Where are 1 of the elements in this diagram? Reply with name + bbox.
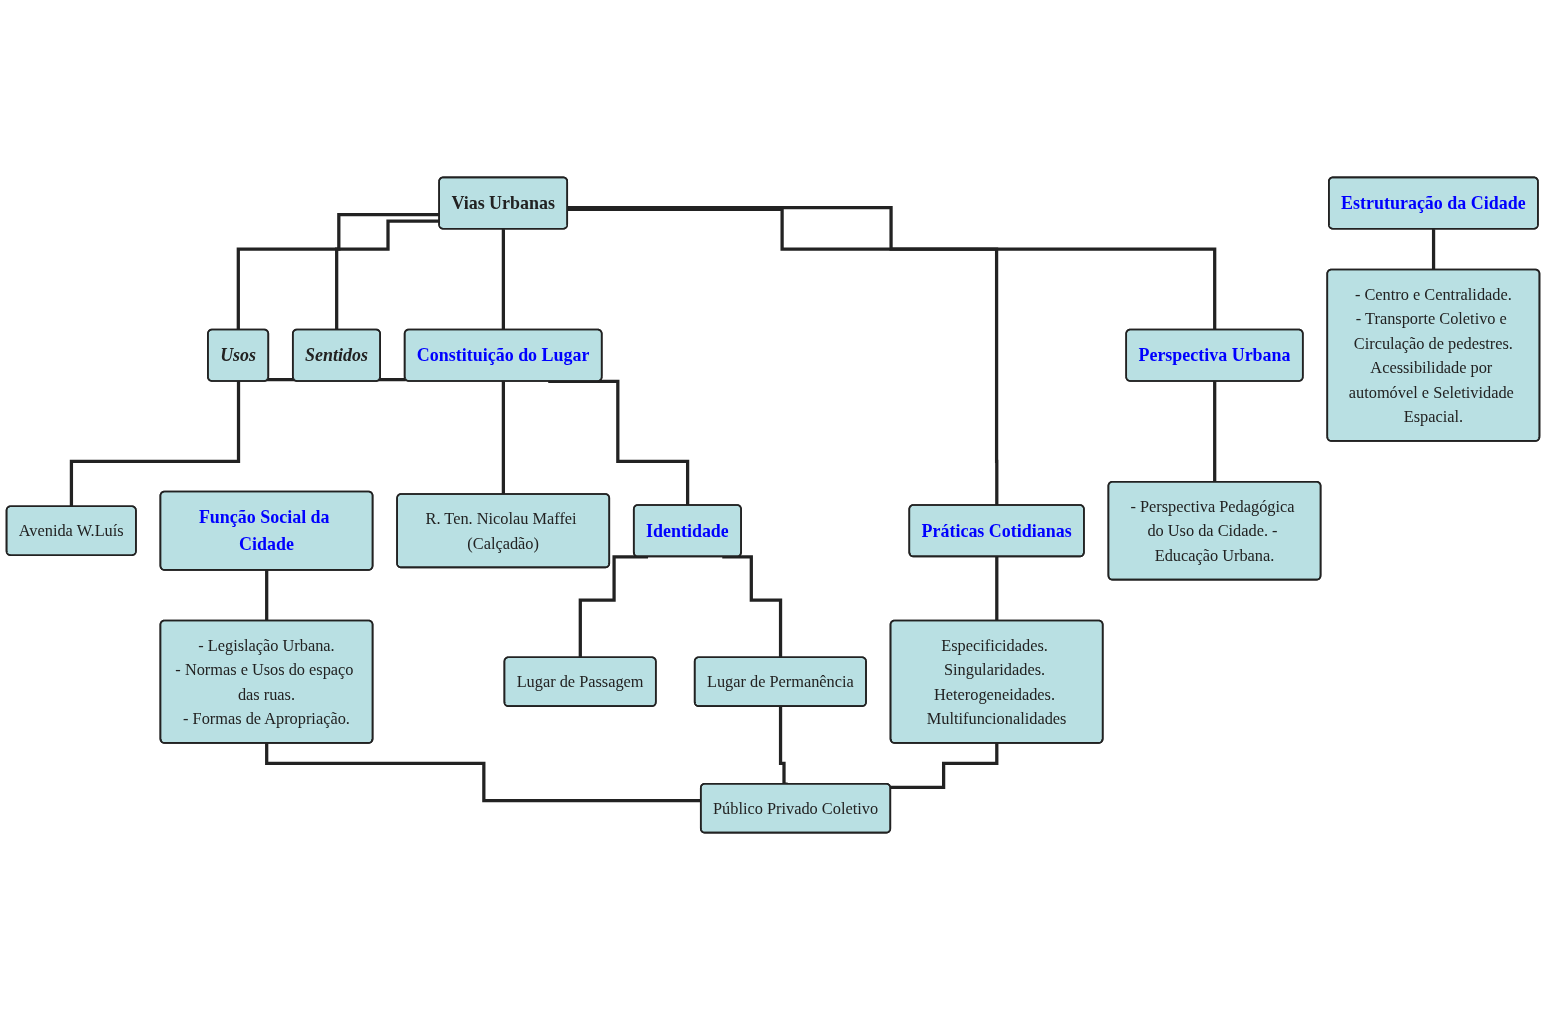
connector [890,741,999,790]
